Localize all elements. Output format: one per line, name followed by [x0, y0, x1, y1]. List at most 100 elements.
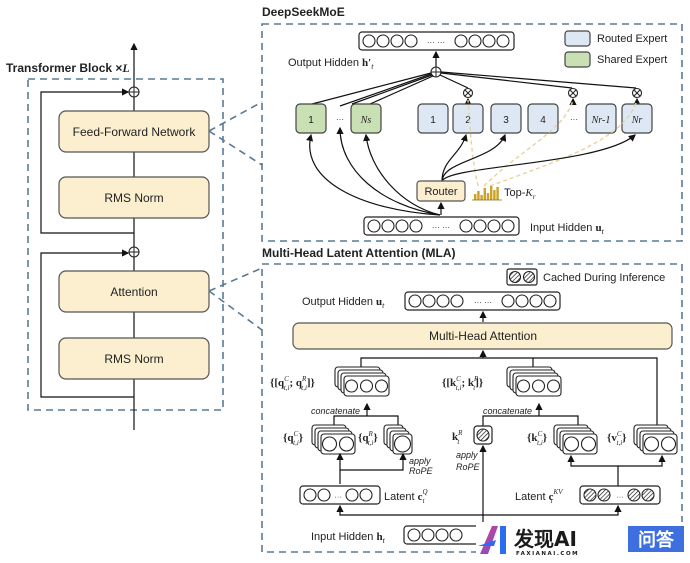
moe-input-label: Input Hidden ut — [530, 222, 605, 236]
routed-expert-7[interactable]: Nr — [621, 103, 653, 134]
mla-panel: Multi-Head Latent Attention (MLA) Cached… — [261, 246, 683, 553]
circle-icon — [408, 294, 422, 308]
circle-icon — [407, 528, 421, 542]
circle-icon — [546, 379, 561, 393]
svg-text:Router: Router — [424, 186, 457, 198]
circle-icon — [381, 219, 395, 233]
shared-expert-ns[interactable]: Ns — [350, 103, 382, 134]
multiply-icon — [567, 87, 579, 99]
shared-expert-ellipsis: ··· — [336, 115, 344, 124]
circle-icon — [501, 294, 515, 308]
circle-icon — [529, 294, 543, 308]
concatenate-label: concatenate — [483, 406, 532, 416]
circle-icon — [344, 379, 359, 393]
svg-text:Nr-1: Nr-1 — [591, 115, 611, 126]
svg-text:Multi-Head Attention: Multi-Head Attention — [429, 329, 537, 343]
qr-stack — [383, 424, 413, 455]
circle-icon — [390, 34, 404, 48]
k-concat-stack — [506, 366, 562, 397]
ffn-callout-line — [208, 130, 263, 166]
topk-bars-icon — [472, 186, 502, 201]
circle-icon — [376, 34, 390, 48]
kc-stack — [553, 424, 598, 455]
rms-norm-2[interactable]: RMS Norm — [58, 337, 210, 380]
input-to-shared-lines — [306, 126, 441, 216]
svg-text:···: ··· — [335, 494, 342, 501]
attention-module[interactable]: Attention — [58, 270, 210, 313]
circle-icon — [393, 435, 412, 453]
circle-icon — [643, 436, 660, 452]
circle-icon — [449, 528, 463, 542]
mla-title: Multi-Head Latent Attention (MLA) — [262, 246, 456, 260]
svg-text:··· ···: ··· ··· — [432, 223, 450, 232]
add-icon — [128, 246, 140, 258]
gating-lines — [467, 99, 638, 187]
q-concat-bus — [333, 415, 399, 432]
watermark: 发现AI FAXIANAI.COM 问答 — [476, 522, 690, 558]
shared-expert-1[interactable]: 1 — [295, 103, 327, 134]
qc-stack — [311, 424, 356, 455]
transformer-dashed-border — [27, 78, 224, 411]
circle-icon — [660, 436, 677, 452]
hatched-circle-icon — [641, 488, 655, 502]
circle-icon — [303, 488, 317, 502]
legend: Routed Expert Shared Expert — [564, 30, 667, 68]
circle-icon — [473, 219, 487, 233]
routed-expert-2[interactable]: 2 — [452, 103, 484, 134]
hatched-circle-icon — [508, 270, 522, 284]
apply-rope-label: apply — [456, 450, 478, 460]
circle-icon — [404, 34, 418, 48]
svg-text:Routed Expert: Routed Expert — [597, 33, 667, 45]
routed-expert-3[interactable]: 3 — [490, 103, 522, 134]
apply-rope-label: apply — [409, 456, 431, 466]
circle-icon — [459, 219, 473, 233]
ffn-callout-line — [208, 101, 263, 132]
circle-icon — [580, 436, 597, 452]
ffn-module[interactable]: Feed-Forward Network — [58, 110, 210, 153]
kr-vector — [473, 425, 493, 445]
cached-legend: Cached During Inference — [506, 268, 665, 286]
concatenate-label: concatenate — [311, 406, 360, 416]
svg-text:1: 1 — [430, 115, 436, 126]
rope-label: RoPE — [409, 466, 434, 476]
svg-text:1: 1 — [308, 115, 314, 126]
circle-icon — [563, 436, 580, 452]
routed-expert-6[interactable]: Nr-1 — [585, 103, 617, 134]
svg-text:··· ···: ··· ··· — [427, 38, 445, 47]
routed-expert-4[interactable]: 4 — [527, 103, 559, 134]
svg-text:Cached During Inference: Cached During Inference — [543, 272, 665, 284]
transformer-title: Transformer Block ×L — [6, 61, 130, 75]
watermark-domain: FAXIANAI.COM — [516, 551, 579, 557]
rms-norm-1[interactable]: RMS Norm — [58, 176, 210, 219]
multiply-icon — [631, 87, 643, 99]
ffn-label: Feed-Forward Network — [73, 125, 197, 139]
multi-head-attention[interactable]: Multi-Head Attention — [292, 322, 673, 350]
topk-bar — [493, 190, 496, 200]
router[interactable]: Router — [416, 180, 466, 202]
circle-icon — [531, 379, 546, 393]
mla-input-label: Input Hidden ht — [311, 531, 386, 545]
circle-icon — [421, 528, 435, 542]
svg-text:4: 4 — [540, 115, 546, 126]
vc-stack — [633, 424, 678, 455]
circle-icon — [409, 219, 423, 233]
moe-title: DeepSeekMoE — [262, 5, 345, 19]
watermark-logo-icon — [478, 526, 506, 554]
circle-icon — [395, 219, 409, 233]
circle-icon — [454, 34, 468, 48]
ffn-residual-loop — [40, 88, 134, 234]
circle-icon — [515, 294, 529, 308]
routed-expert-1[interactable]: 1 — [417, 103, 449, 134]
svg-text:3: 3 — [503, 115, 509, 126]
topk-bar — [477, 191, 480, 200]
circle-icon — [362, 34, 376, 48]
